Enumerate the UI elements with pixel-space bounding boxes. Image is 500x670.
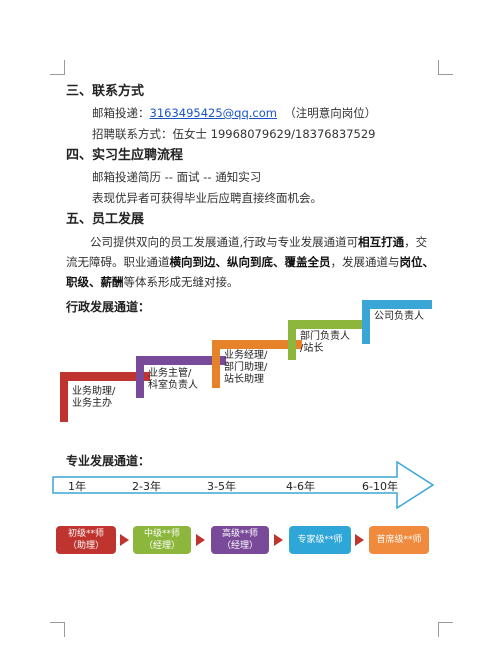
level-subtitle: （经理） — [221, 541, 258, 551]
step-bar — [136, 356, 226, 365]
crop-mark — [50, 60, 65, 75]
crop-mark — [438, 60, 453, 75]
level-title: 中级**师 — [143, 529, 180, 539]
step-bar — [288, 320, 368, 329]
step-label: 公司负责人 — [374, 311, 424, 322]
step-label: 业务经理/ 部门助理/ 站长助理 — [224, 350, 268, 385]
step-post — [136, 356, 144, 398]
pro-channel-title: 专业发展通道： — [66, 454, 151, 468]
contact-line: 招聘联系方式：伍女士 19968079629/18376837529 — [92, 127, 376, 141]
admin-step-1: 业务助理/ 业务主办 — [60, 372, 150, 422]
step-post — [362, 300, 370, 344]
admin-step-4: 部门负责人 /站长 — [288, 320, 368, 360]
year-tick: 1年 — [68, 480, 86, 493]
crop-mark — [438, 622, 453, 637]
section-4-heading: 四、实习生应聘流程 — [66, 148, 184, 163]
crop-mark — [50, 622, 65, 637]
step-label: 业务助理/ 业务主办 — [72, 386, 116, 409]
level-box-senior: 高级**师 （经理） — [211, 526, 269, 554]
year-tick: 6-10年 — [362, 480, 398, 493]
para-text: ，发展通道与 — [330, 255, 400, 269]
level-title: 初级**师 — [67, 529, 104, 539]
section-5-heading: 五、员工发展 — [66, 212, 145, 227]
email-link[interactable]: 3163495425@qq.com — [149, 106, 277, 120]
level-subtitle: （助理） — [67, 541, 104, 551]
email-note: （注明意向岗位） — [284, 106, 377, 120]
para-bold: 岗位、职级、薪酬 — [66, 255, 434, 289]
development-paragraph: 公司提供双向的员工发展通道,行政与专业发展通道可相互打通，交流无障碍。职业通道横… — [66, 232, 438, 292]
arrow-icon — [274, 534, 283, 546]
level-box-chief: 首席级**师 — [369, 526, 429, 554]
step-bar — [362, 300, 432, 309]
admin-step-3: 业务经理/ 部门助理/ 站长助理 — [212, 340, 302, 388]
admin-step-2: 业务主管/ 科室负责人 — [136, 356, 226, 398]
year-tick: 4-6年 — [286, 480, 315, 493]
process-line: 邮箱投递简历 -- 面试 -- 通知实习 — [92, 170, 262, 184]
level-box-intermediate: 中级**师 （经理） — [133, 526, 191, 554]
year-tick: 2-3年 — [132, 480, 161, 493]
para-text: ，交流无障碍。职业通道 — [66, 235, 428, 269]
admin-channel-title: 行政发展通道： — [66, 300, 151, 314]
admin-step-5: 公司负责人 — [362, 300, 432, 344]
level-subtitle: （经理） — [143, 541, 180, 551]
level-title: 高级**师 — [221, 529, 258, 539]
step-bar — [212, 340, 302, 349]
level-box-expert: 专家级**师 — [289, 526, 351, 554]
timeline-arrow — [52, 460, 435, 510]
step-post — [60, 372, 68, 422]
para-text: 等体系形成无缝对接。 — [123, 275, 239, 289]
year-tick: 3-5年 — [207, 480, 236, 493]
email-line: 邮箱投递：3163495425@qq.com （注明意向岗位） — [92, 106, 376, 121]
email-label: 邮箱投递： — [92, 106, 150, 120]
section-3-heading: 三、联系方式 — [66, 84, 145, 99]
process-note: 表现优异者可获得毕业后应聘直接终面机会。 — [92, 191, 322, 205]
arrow-icon — [120, 534, 129, 546]
step-label: 业务主管/ 科室负责人 — [148, 368, 198, 391]
level-box-junior: 初级**师 （助理） — [56, 526, 116, 554]
para-text: 公司提供双向的员工发展通道,行政与专业发展通道可 — [90, 235, 359, 249]
level-title: 首席级**师 — [376, 535, 422, 545]
step-post — [212, 340, 220, 388]
level-title: 专家级**师 — [297, 535, 343, 545]
arrow-icon — [196, 534, 205, 546]
para-bold: 横向到边、纵向到底、覆盖全员 — [169, 255, 331, 269]
step-bar — [60, 372, 150, 381]
step-label: 部门负责人 /站长 — [300, 331, 350, 354]
arrow-icon — [355, 534, 364, 546]
step-post — [288, 320, 296, 360]
para-bold: 相互打通 — [358, 235, 405, 249]
